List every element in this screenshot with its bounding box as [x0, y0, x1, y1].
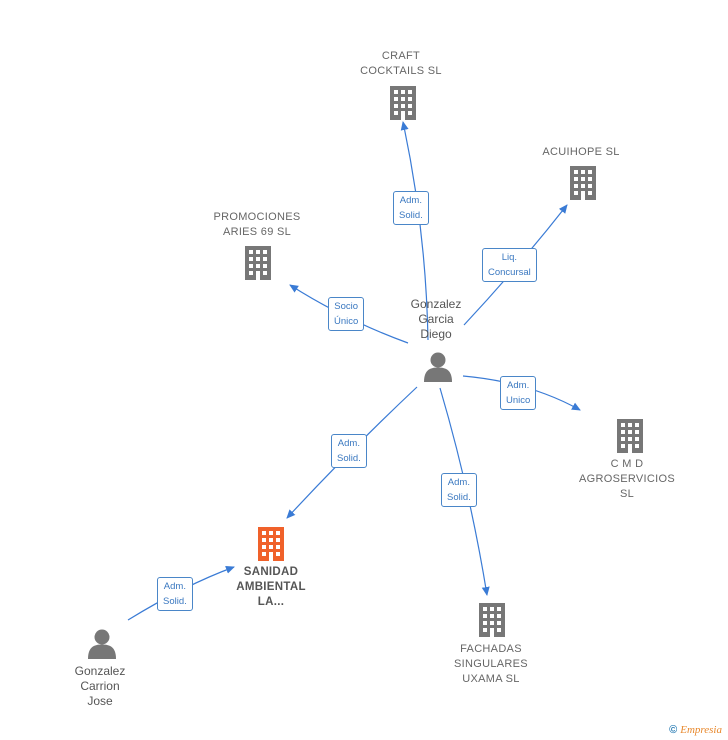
- credit: © Empresia: [669, 724, 722, 736]
- edge-label-craft: Adm. Solid.: [393, 191, 429, 225]
- node-label-craft[interactable]: CRAFT COCKTAILS SL: [360, 50, 442, 77]
- node-label-promociones[interactable]: PROMOCIONES ARIES 69 SL: [213, 211, 301, 238]
- building-icon[interactable]: [245, 246, 271, 280]
- node-label-cmd[interactable]: C M D AGROSERVICIOS SL: [579, 458, 675, 500]
- person-icon[interactable]: [88, 629, 116, 660]
- node-label-acuihope[interactable]: ACUIHOPE SL: [542, 146, 620, 158]
- edge-label-sanidad: Adm. Solid.: [331, 434, 367, 468]
- edge-label-acuihope: Liq. Concursal: [482, 248, 537, 282]
- edge-label-cmd: Adm. Unico: [500, 376, 537, 410]
- building-icon[interactable]: [390, 86, 416, 120]
- person-icon[interactable]: [424, 352, 452, 383]
- edge-label-carrion-sanidad: Adm. Solid.: [157, 577, 193, 611]
- brand-logo[interactable]: Empresia: [680, 724, 722, 736]
- node-label-fachadas[interactable]: FACHADAS SINGULARES UXAMA SL: [454, 643, 528, 685]
- building-icon[interactable]: [617, 419, 643, 453]
- building-icon[interactable]: [570, 166, 596, 200]
- edge-label-fachadas: Adm. Solid.: [441, 473, 477, 507]
- building-icon[interactable]: [479, 603, 505, 637]
- node-label-gonzalez-carrion[interactable]: Gonzalez Carrion Jose: [74, 664, 126, 708]
- node-label-gonzalez-garcia[interactable]: Gonzalez Garcia Diego: [410, 297, 462, 341]
- building-icon[interactable]: [258, 527, 284, 561]
- edge-label-promociones: Socio Único: [328, 297, 365, 331]
- copyright-icon: ©: [669, 724, 678, 736]
- edge-craft: [400, 121, 429, 341]
- node-label-sanidad[interactable]: SANIDAD AMBIENTAL LA...: [236, 566, 306, 608]
